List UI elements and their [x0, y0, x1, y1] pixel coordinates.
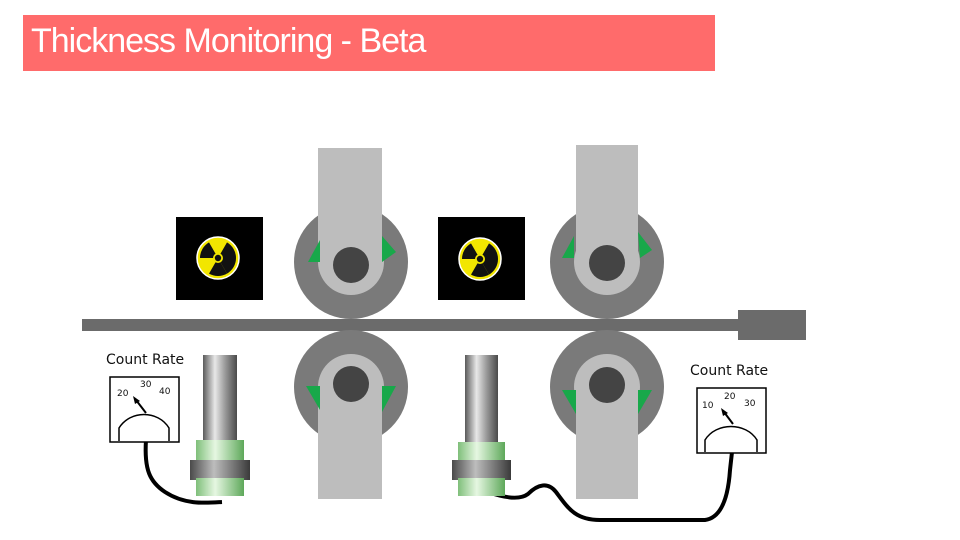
detector-right: [452, 355, 511, 496]
rotation-arrow-icon: [306, 386, 320, 410]
rotation-arrow-icon: [382, 236, 396, 262]
roller-hub: [333, 366, 369, 402]
meter-needle-icon: [721, 408, 734, 425]
rotation-arrow-icon: [638, 232, 652, 258]
bottom-roller-right: [550, 330, 664, 499]
rotation-arrow-icon: [562, 390, 576, 414]
title-banner: Thickness Monitoring - Beta: [23, 15, 715, 71]
rotation-arrow-icon: [382, 386, 396, 412]
detector-left: [190, 355, 250, 496]
radiation-source-left: [176, 217, 263, 300]
roller-hub: [589, 367, 625, 403]
radiation-icon: [196, 236, 240, 280]
cable-right: [487, 451, 734, 522]
top-roller-right: [550, 145, 664, 319]
bottom-roller-left: [294, 330, 408, 499]
meter-label: Count Rate: [106, 352, 184, 368]
meter-dial: [704, 425, 758, 452]
rotation-arrow-icon: [562, 236, 574, 258]
meter-scale-high: 30: [744, 399, 756, 409]
rotation-arrow-icon: [308, 240, 320, 262]
meter-scale-low: 20: [117, 389, 129, 399]
count-rate-meter-left: Count Rate 20 30 40: [106, 352, 184, 443]
top-roller-left: [294, 148, 408, 319]
meter-dial: [118, 413, 170, 441]
meter-scale-high: 40: [159, 387, 171, 397]
rotation-arrow-icon: [638, 390, 652, 414]
roller-hub: [589, 245, 625, 281]
cable-left: [143, 439, 223, 505]
meter-label: Count Rate: [690, 363, 768, 379]
meter-scale-mid: 20: [724, 392, 736, 402]
metal-sheet: [82, 310, 806, 340]
radiation-source-right: [438, 217, 525, 300]
meter-scale-low: 10: [702, 401, 714, 411]
radiation-icon: [458, 237, 502, 281]
meter-needle-icon: [133, 396, 147, 414]
slide-title: Thickness Monitoring - Beta: [31, 22, 426, 60]
count-rate-meter-right: Count Rate 10 20 30: [690, 363, 768, 454]
meter-scale-mid: 30: [140, 380, 152, 390]
roller-hub: [333, 247, 369, 283]
